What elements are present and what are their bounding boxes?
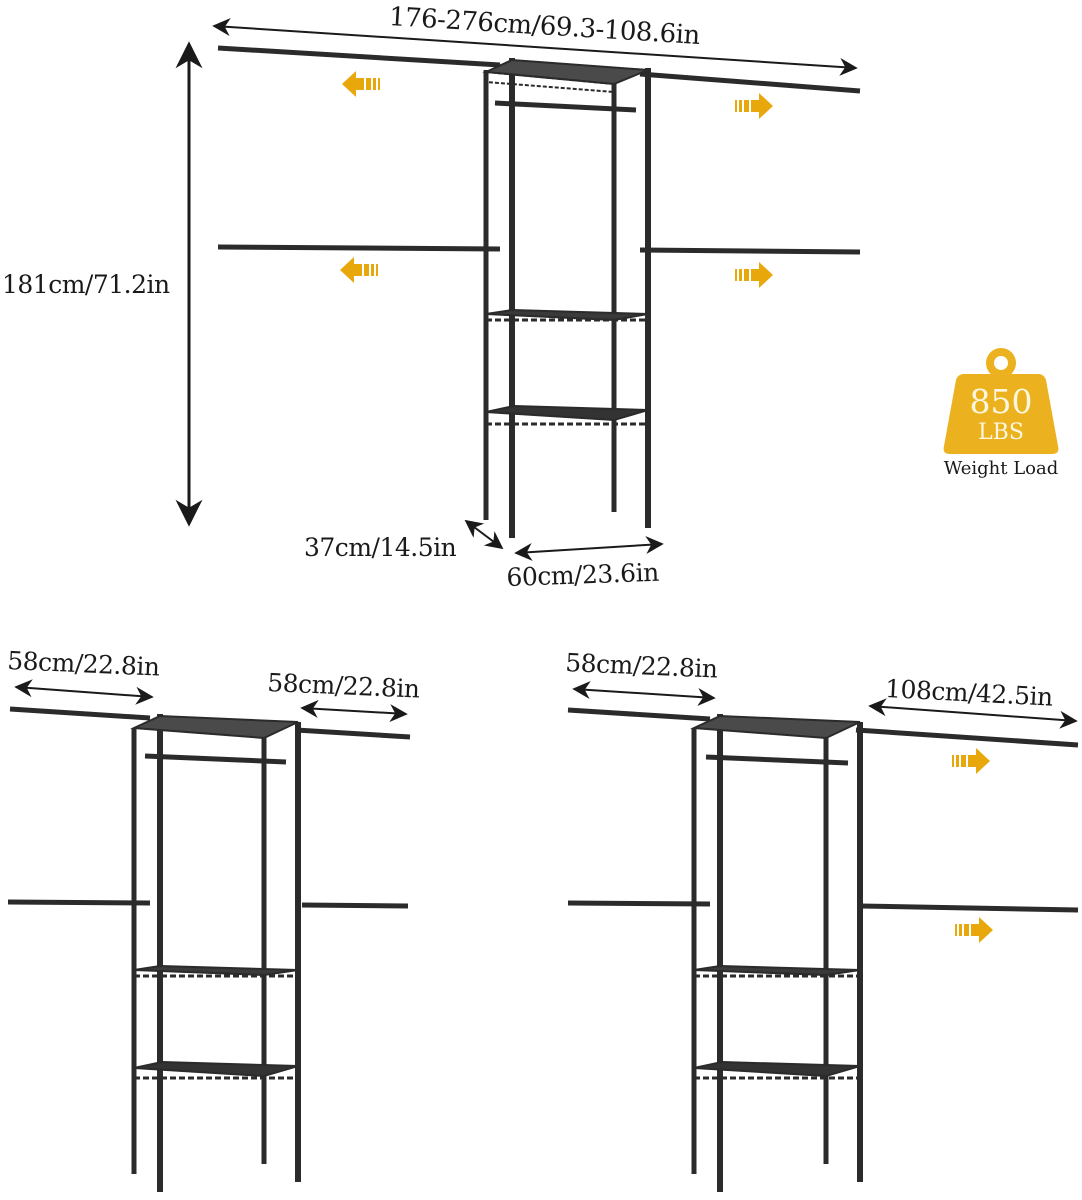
mid-right-rod xyxy=(639,247,861,255)
base-width-label: 60cm/23.6in xyxy=(506,557,660,592)
extend-right-arrow-icon xyxy=(735,93,773,119)
weight-load-badge: 850 LBS Weight Load xyxy=(926,344,1076,494)
extend-right-arrow-icon xyxy=(955,917,993,943)
weight-caption: Weight Load xyxy=(943,458,1059,479)
config-left-rack xyxy=(7,679,411,1192)
depth-dimension-arrow xyxy=(464,519,504,550)
extend-right-arrow-icon xyxy=(735,262,773,288)
top-left-rod xyxy=(217,45,501,68)
main-rack xyxy=(175,18,861,561)
weight-icon xyxy=(943,348,1059,454)
height-label: 181cm/71.2in xyxy=(2,270,170,299)
top-right-rod xyxy=(639,71,861,94)
extend-left-arrow-icon xyxy=(340,257,378,283)
width-dimension-arrow xyxy=(212,18,858,76)
depth-label: 37cm/14.5in xyxy=(304,533,457,562)
extend-left-arrow-icon xyxy=(342,71,380,97)
config-right-rack xyxy=(567,681,1079,1192)
weight-value: 850 xyxy=(969,382,1033,421)
mid-left-rod xyxy=(217,244,501,252)
base-width-dimension-arrow xyxy=(514,536,664,561)
extend-right-arrow-icon xyxy=(952,748,990,774)
weight-unit: LBS xyxy=(978,420,1024,445)
